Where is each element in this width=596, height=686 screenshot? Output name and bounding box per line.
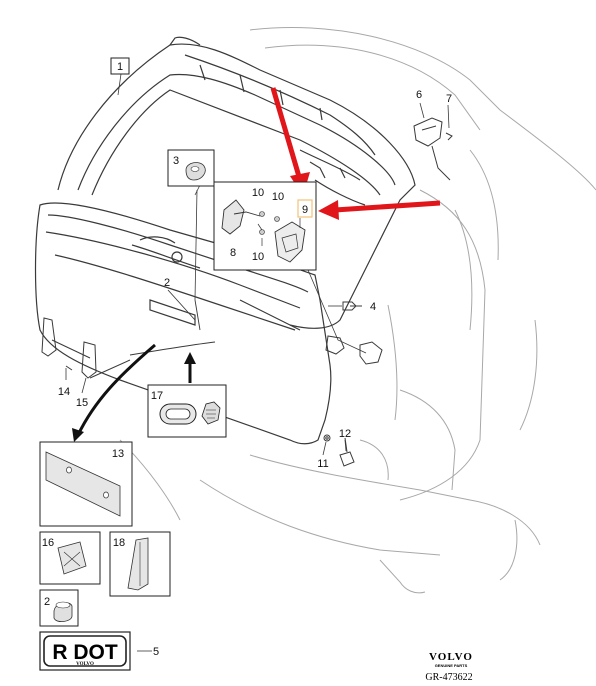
tailgate-frame	[57, 36, 416, 329]
car-body-outline	[119, 26, 596, 594]
callout-3: 3	[173, 155, 179, 167]
highlight-9	[297, 199, 313, 218]
red-arrow-2	[334, 200, 441, 213]
callout-9: 9	[302, 204, 308, 216]
arrow-to-item-13	[76, 343, 156, 436]
volvo-footer: VOLVO GENUINE PARTS GR-473622	[425, 651, 473, 683]
callout-7: 7	[446, 93, 452, 105]
callout-16: 16	[42, 537, 54, 549]
callout-17: 17	[151, 390, 163, 402]
fastener-4	[342, 301, 362, 311]
arrowhead-17	[184, 352, 196, 364]
callout-8: 8	[230, 247, 236, 259]
callout-2: 2	[164, 277, 170, 289]
callout-11: 11	[317, 458, 328, 470]
callout-10a: 10	[252, 187, 264, 199]
footer-brand: VOLVO	[429, 651, 473, 663]
callout-5: 5	[153, 646, 159, 658]
footer-code: GR-473622	[425, 672, 472, 683]
part-8-bracket	[221, 199, 245, 235]
callout-10c: 10	[252, 251, 264, 263]
pointer-arrows	[76, 343, 192, 436]
detail-box-13: 13	[39, 441, 133, 527]
hinge-right-upper	[413, 117, 453, 181]
detail-box-3: 3	[167, 149, 215, 187]
latch-right	[325, 335, 383, 365]
callout-6: 6	[416, 89, 422, 101]
callout-1: 1	[117, 61, 123, 73]
badge-text: R DOT	[52, 641, 118, 664]
red-arrowhead-2	[318, 200, 339, 220]
callout-2b: 2	[44, 596, 50, 608]
tailgate-panel	[34, 202, 332, 445]
detail-box-18: 18	[109, 531, 171, 597]
detail-box-2: 2	[39, 589, 79, 627]
callout-4: 4	[370, 301, 376, 313]
detail-box-16: 16	[39, 531, 101, 585]
badge-r-dot: R DOT VOLVO	[39, 631, 131, 671]
leader-lines	[65, 73, 450, 652]
detail-box-17: 17	[147, 384, 227, 438]
red-arrow-1	[270, 87, 303, 181]
callout-15: 15	[76, 397, 88, 409]
callout-13: 13	[112, 448, 124, 460]
callout-box-1	[110, 57, 130, 75]
badge-brand: VOLVO	[76, 662, 94, 667]
footer-tagline: GENUINE PARTS	[435, 663, 468, 668]
callout-14: 14	[58, 386, 70, 398]
arrowhead-13	[72, 428, 84, 442]
callout-12: 12	[339, 428, 351, 440]
detail-box-latch: 10 10 9 8 10	[213, 181, 317, 271]
callout-18: 18	[113, 537, 125, 549]
part-9-latch	[274, 221, 306, 263]
hinge-bracket-left	[41, 317, 216, 379]
callout-10b: 10	[272, 191, 284, 203]
item-2-lines	[167, 289, 201, 331]
